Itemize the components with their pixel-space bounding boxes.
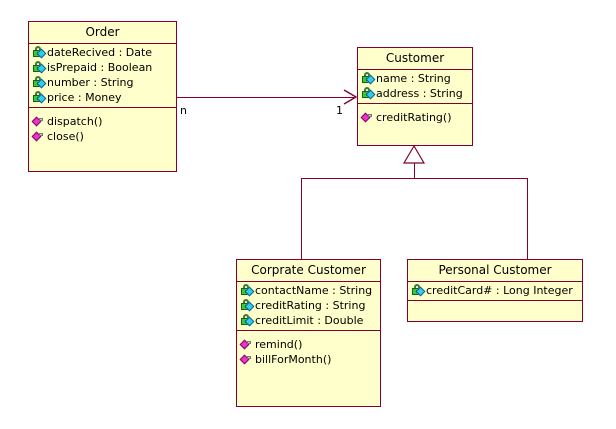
attribute-icon <box>32 61 47 74</box>
attribute-icon <box>240 299 255 312</box>
operations-compartment-personal-customer <box>408 301 582 320</box>
multiplicity-target: 1 <box>336 104 343 117</box>
operation-row[interactable]: creditRating() <box>358 110 472 125</box>
class-box-corprate-customer[interactable]: Corprate Customer contactName : String c… <box>236 259 381 407</box>
multiplicity-source: n <box>180 104 187 117</box>
generalization-stem <box>414 163 415 179</box>
attribute-row[interactable]: price : Money <box>29 90 176 105</box>
class-box-customer[interactable]: Customer name : String address : String … <box>357 47 473 146</box>
attribute-row[interactable]: address : String <box>358 86 472 101</box>
operation-label: billForMonth() <box>255 353 332 366</box>
attribute-icon <box>411 284 426 297</box>
attribute-icon <box>32 76 47 89</box>
attribute-row[interactable]: dateRecived : Date <box>29 45 176 60</box>
attribute-icon <box>361 87 376 100</box>
operation-row[interactable]: close() <box>29 129 176 144</box>
hollow-triangle-icon <box>402 144 426 164</box>
attributes-compartment-corprate-customer: contactName : String creditRating : Stri… <box>237 282 380 331</box>
operations-compartment-order: dispatch() close() <box>29 108 176 148</box>
association-line-order-customer <box>177 97 354 98</box>
operation-icon <box>31 115 46 128</box>
class-box-order[interactable]: Order dateRecived : Date isPrepaid : Boo… <box>28 21 177 172</box>
attribute-label: creditLimit : Double <box>255 314 364 327</box>
generalization-crossbar <box>301 178 528 179</box>
attribute-label: number : String <box>47 76 134 89</box>
attribute-label: price : Money <box>47 91 122 104</box>
class-title-corprate-customer: Corprate Customer <box>237 260 380 282</box>
class-box-personal-customer[interactable]: Personal Customer creditCard# : Long Int… <box>407 259 583 322</box>
attribute-icon <box>32 91 47 104</box>
operation-label: remind() <box>255 338 303 351</box>
attribute-row[interactable]: number : String <box>29 75 176 90</box>
operation-icon <box>239 338 254 351</box>
generalization-branch-personal <box>527 178 528 260</box>
attribute-label: address : String <box>376 87 463 100</box>
operation-icon <box>239 353 254 366</box>
attribute-icon <box>32 46 47 59</box>
attribute-row[interactable]: creditCard# : Long Integer <box>408 283 582 298</box>
attribute-row[interactable]: name : String <box>358 71 472 86</box>
operation-label: dispatch() <box>47 115 103 128</box>
operation-label: creditRating() <box>376 111 452 124</box>
attribute-label: contactName : String <box>255 284 373 297</box>
attribute-row[interactable]: creditLimit : Double <box>237 313 380 328</box>
attribute-icon <box>361 72 376 85</box>
class-title-customer: Customer <box>358 48 472 70</box>
operation-label: close() <box>47 130 84 143</box>
attribute-row[interactable]: contactName : String <box>237 283 380 298</box>
operation-icon <box>360 111 375 124</box>
attribute-row[interactable]: isPrepaid : Boolean <box>29 60 176 75</box>
attribute-icon <box>240 314 255 327</box>
generalization-branch-corprate <box>301 178 302 260</box>
operation-row[interactable]: remind() <box>237 337 380 352</box>
attributes-compartment-order: dateRecived : Date isPrepaid : Boolean n… <box>29 44 176 108</box>
operation-icon <box>31 130 46 143</box>
attribute-label: dateRecived : Date <box>47 46 153 59</box>
class-title-order: Order <box>29 22 176 44</box>
operations-compartment-corprate-customer: remind() billForMonth() <box>237 331 380 371</box>
attribute-icon <box>240 284 255 297</box>
attributes-compartment-customer: name : String address : String <box>358 70 472 104</box>
operations-compartment-customer: creditRating() <box>358 104 472 129</box>
attribute-label: name : String <box>376 72 451 85</box>
operation-row[interactable]: dispatch() <box>29 114 176 129</box>
attributes-compartment-personal-customer: creditCard# : Long Integer <box>408 282 582 301</box>
attribute-label: creditRating : String <box>255 299 366 312</box>
attribute-row[interactable]: creditRating : String <box>237 298 380 313</box>
class-title-personal-customer: Personal Customer <box>408 260 582 282</box>
operation-row[interactable]: billForMonth() <box>237 352 380 367</box>
attribute-label: isPrepaid : Boolean <box>47 61 153 74</box>
open-arrow-icon <box>343 89 358 105</box>
attribute-label: creditCard# : Long Integer <box>426 284 573 297</box>
